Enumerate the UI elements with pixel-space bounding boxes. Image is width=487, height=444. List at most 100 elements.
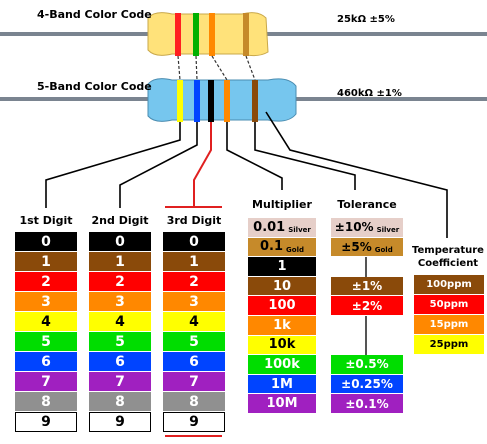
tolerance-column: ±10%Silver±5%Gold±1%±2%±0.5%±0.25%±0.1%	[331, 218, 403, 418]
digit-cell-5-text: 5	[41, 333, 51, 350]
digit-cell-6-text: 6	[189, 353, 199, 370]
digit-cell-7-text: 7	[189, 373, 199, 390]
digit-cell-0: 0	[15, 232, 77, 252]
resistor5-value: 460kΩ ±1%	[337, 88, 402, 99]
digit-cell-5: 5	[89, 332, 151, 352]
band-4-orange	[209, 13, 215, 56]
multiplier-cell-8-text: 1M	[271, 376, 293, 392]
header-3rd-digit: 3rd Digit	[166, 214, 222, 227]
digit-cell-7: 7	[15, 372, 77, 392]
digit-cell-9: 9	[89, 412, 151, 432]
resistor-body-4band	[147, 12, 269, 57]
digit-cell-4-text: 4	[41, 313, 51, 330]
band-5-orange	[224, 80, 230, 122]
tolerance-cell-1-tag: Gold	[374, 245, 393, 254]
multiplier-cell-9: 10M	[248, 394, 316, 414]
band-4-green	[193, 13, 199, 56]
digit-cell-2-text: 2	[41, 273, 51, 290]
multiplier-cell-3-text: 10	[272, 278, 292, 294]
digit-cell-3: 3	[15, 292, 77, 312]
resistor5-title: 5-Band Color Code	[37, 80, 152, 93]
digit-cell-6-text: 6	[115, 353, 125, 370]
band-4-red	[175, 13, 181, 56]
connector-lines	[45, 111, 448, 238]
resistor-body-5band	[147, 78, 297, 122]
digit-cell-0-text: 0	[189, 233, 199, 250]
tolerance-cell-2: ±1%	[331, 276, 403, 297]
digit-cell-3-text: 3	[115, 293, 125, 310]
tempco-cell-2: 15ppm	[414, 315, 484, 335]
digit-cell-4: 4	[15, 312, 77, 332]
multiplier-cell-1-text: 0.1	[260, 239, 284, 255]
digit-cell-8: 8	[163, 392, 225, 412]
digit-cell-7: 7	[163, 372, 225, 392]
tolerance-cell-3: ±2%	[331, 296, 403, 316]
digit-cell-5-text: 5	[189, 333, 199, 350]
digit-cell-8-text: 8	[41, 393, 51, 410]
digit-cell-7-text: 7	[115, 373, 125, 390]
digit-cell-8: 8	[15, 392, 77, 412]
digit-cell-0: 0	[163, 232, 225, 252]
multiplier-cell-5: 1k	[248, 315, 316, 336]
digit-cell-5: 5	[163, 332, 225, 352]
digit-cell-6-text: 6	[41, 353, 51, 370]
digit-cell-1-text: 1	[189, 253, 199, 270]
tolerance-cell-0: ±10%Silver	[331, 218, 403, 238]
tempco-cell-1: 50ppm	[414, 295, 484, 315]
digit-cell-4: 4	[89, 312, 151, 332]
band-5-blue	[194, 80, 200, 122]
multiplier-cell-2-text: 1	[277, 258, 287, 274]
tolerance-cell-4-text: ±0.5%	[345, 357, 389, 372]
digit-cell-7-text: 7	[41, 373, 51, 390]
header-multiplier: Multiplier	[252, 198, 312, 211]
tolerance-cell-6: ±0.1%	[331, 394, 403, 414]
digit-cell-6: 6	[163, 352, 225, 372]
multiplier-cell-0-text: 0.01	[253, 219, 286, 235]
band-5-black	[208, 80, 214, 122]
digit-cell-1-text: 1	[115, 253, 125, 270]
header-1st-digit: 1st Digit	[19, 214, 73, 227]
multiplier-cell-6-text: 10k	[268, 337, 296, 353]
digit-cell-7: 7	[89, 372, 151, 392]
multiplier-cell-8: 1M	[248, 374, 316, 395]
tolerance-cell-6-text: ±0.1%	[345, 396, 389, 411]
tolerance-cell-2-text: ±1%	[351, 279, 383, 294]
tolerance-cell-4: ±0.5%	[331, 355, 403, 375]
digit-cell-2: 2	[89, 272, 151, 292]
multiplier-cell-9-text: 10M	[266, 396, 298, 412]
digit-cell-3-text: 3	[41, 293, 51, 310]
multiplier-cell-7: 100k	[248, 355, 316, 375]
band-4-gold	[243, 13, 249, 56]
multiplier-cell-6: 10k	[248, 335, 316, 356]
digit-cell-9: 9	[163, 412, 225, 432]
resistor4-title: 4-Band Color Code	[37, 8, 152, 21]
digit-cell-8-text: 8	[115, 393, 125, 410]
resistor4-value: 25kΩ ±5%	[337, 14, 395, 25]
tempco-cell-0: 100ppm	[414, 275, 484, 295]
digit-cell-3-text: 3	[189, 293, 199, 310]
band-5-brown	[252, 80, 258, 122]
digit-cell-5-text: 5	[115, 333, 125, 350]
digit-cell-4: 4	[163, 312, 225, 332]
tolerance-cell-5: ±0.25%	[331, 374, 403, 395]
multiplier-cell-1-tag: Gold	[286, 245, 304, 254]
digit-cell-2: 2	[15, 272, 77, 292]
resistor-4band	[0, 12, 487, 57]
band-guide-lines	[177, 55, 256, 81]
third-digit-connector	[193, 122, 212, 208]
digit-cell-0: 0	[89, 232, 151, 252]
digit-cell-2-text: 2	[189, 273, 199, 290]
header-tolerance: Tolerance	[337, 198, 397, 211]
digit-cell-1: 1	[163, 252, 225, 272]
header-temperature-coefficient: Temperature Coefficient	[412, 245, 484, 269]
multiplier-cell-7-text: 100k	[264, 356, 300, 372]
digit-cell-3: 3	[163, 292, 225, 312]
digit-cell-0-text: 0	[115, 233, 125, 250]
tolerance-cell-3-text: ±2%	[351, 298, 383, 313]
